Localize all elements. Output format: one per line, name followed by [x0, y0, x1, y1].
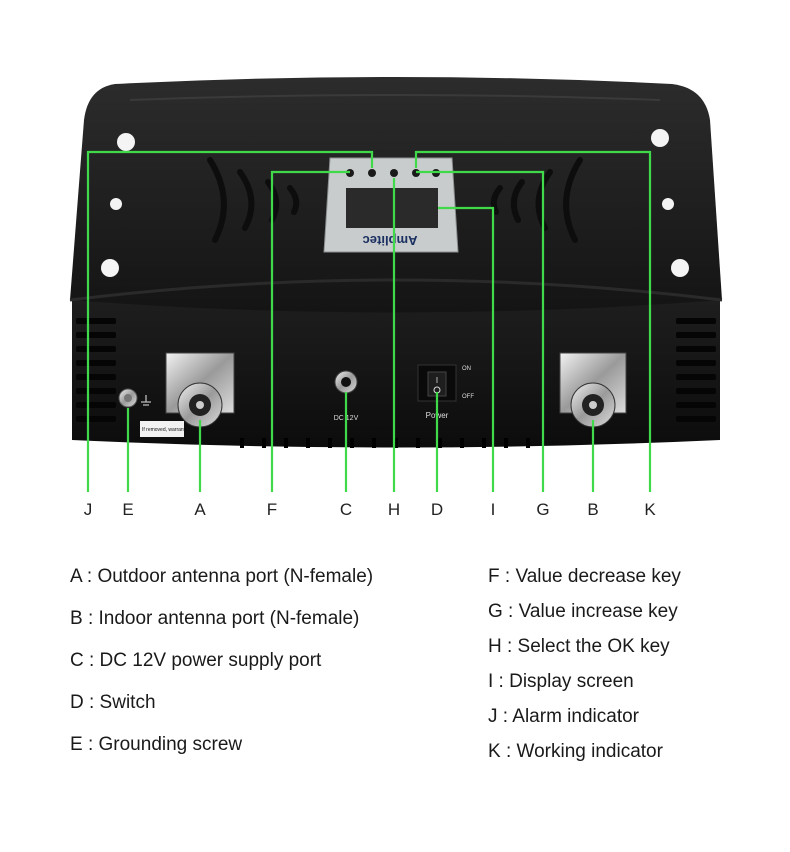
callout-letter-i: I — [490, 500, 496, 519]
legend-item: B : Indoor antenna port (N-female) — [70, 608, 360, 629]
svg-text:OFF: OFF — [462, 394, 474, 400]
svg-text:I: I — [436, 376, 438, 385]
mount-hole-icon — [110, 198, 122, 210]
callout-letter-b: B — [587, 500, 599, 519]
display-screen — [346, 188, 438, 228]
legend-item: K : Working indicator — [488, 741, 663, 762]
mount-hole-icon — [651, 129, 669, 147]
leader-line-i — [438, 206, 495, 492]
decrease-key-icon[interactable] — [368, 169, 376, 177]
indoor-antenna-port — [559, 352, 627, 428]
legend-item: J : Alarm indicator — [488, 706, 639, 727]
mount-hole-icon — [671, 259, 689, 277]
logo-text: Amplitec — [363, 233, 418, 248]
callout-letter-k: K — [644, 500, 656, 519]
legend-item: C : DC 12V power supply port — [70, 650, 322, 671]
legend-item: D : Switch — [70, 692, 156, 713]
mount-hole-icon — [662, 198, 674, 210]
svg-text:If removed, warranty void.: If removed, warranty void. — [142, 427, 200, 433]
callout-letter-c: C — [339, 500, 353, 519]
leader-line-g — [416, 170, 545, 492]
callout-letter-h: H — [387, 500, 401, 519]
ok-key-icon[interactable] — [390, 169, 398, 177]
outdoor-antenna-port — [165, 352, 235, 428]
callout-letter-e: E — [122, 500, 134, 519]
callout-letter-a: A — [194, 500, 206, 519]
legend-item: H : Select the OK key — [488, 636, 670, 657]
callout-letter-j: J — [83, 500, 93, 519]
legend-item: F : Value decrease key — [488, 566, 681, 587]
device-diagram: Amplitec If removed, warranty void. DC 1… — [69, 77, 723, 492]
leader-line-j — [86, 150, 374, 492]
callout-letter-g: G — [536, 500, 550, 519]
leader-line-k — [414, 150, 652, 492]
grounding-screw — [118, 388, 151, 408]
legend-item: I : Display screen — [488, 671, 634, 692]
leader-lines — [86, 150, 652, 492]
warranty-sticker: If removed, warranty void. — [140, 421, 200, 437]
callout-letter-f: F — [266, 500, 278, 519]
mount-hole-icon — [117, 133, 135, 151]
leader-line-f — [270, 170, 350, 492]
mount-hole-icon — [101, 259, 119, 277]
legend-item: E : Grounding screw — [70, 734, 243, 755]
display-panel: Amplitec — [323, 157, 459, 253]
callout-letter-d: D — [430, 500, 444, 519]
svg-text:ON: ON — [462, 366, 471, 372]
legend-item: G : Value increase key — [488, 601, 678, 622]
legend-item: A : Outdoor antenna port (N-female) — [70, 566, 374, 587]
